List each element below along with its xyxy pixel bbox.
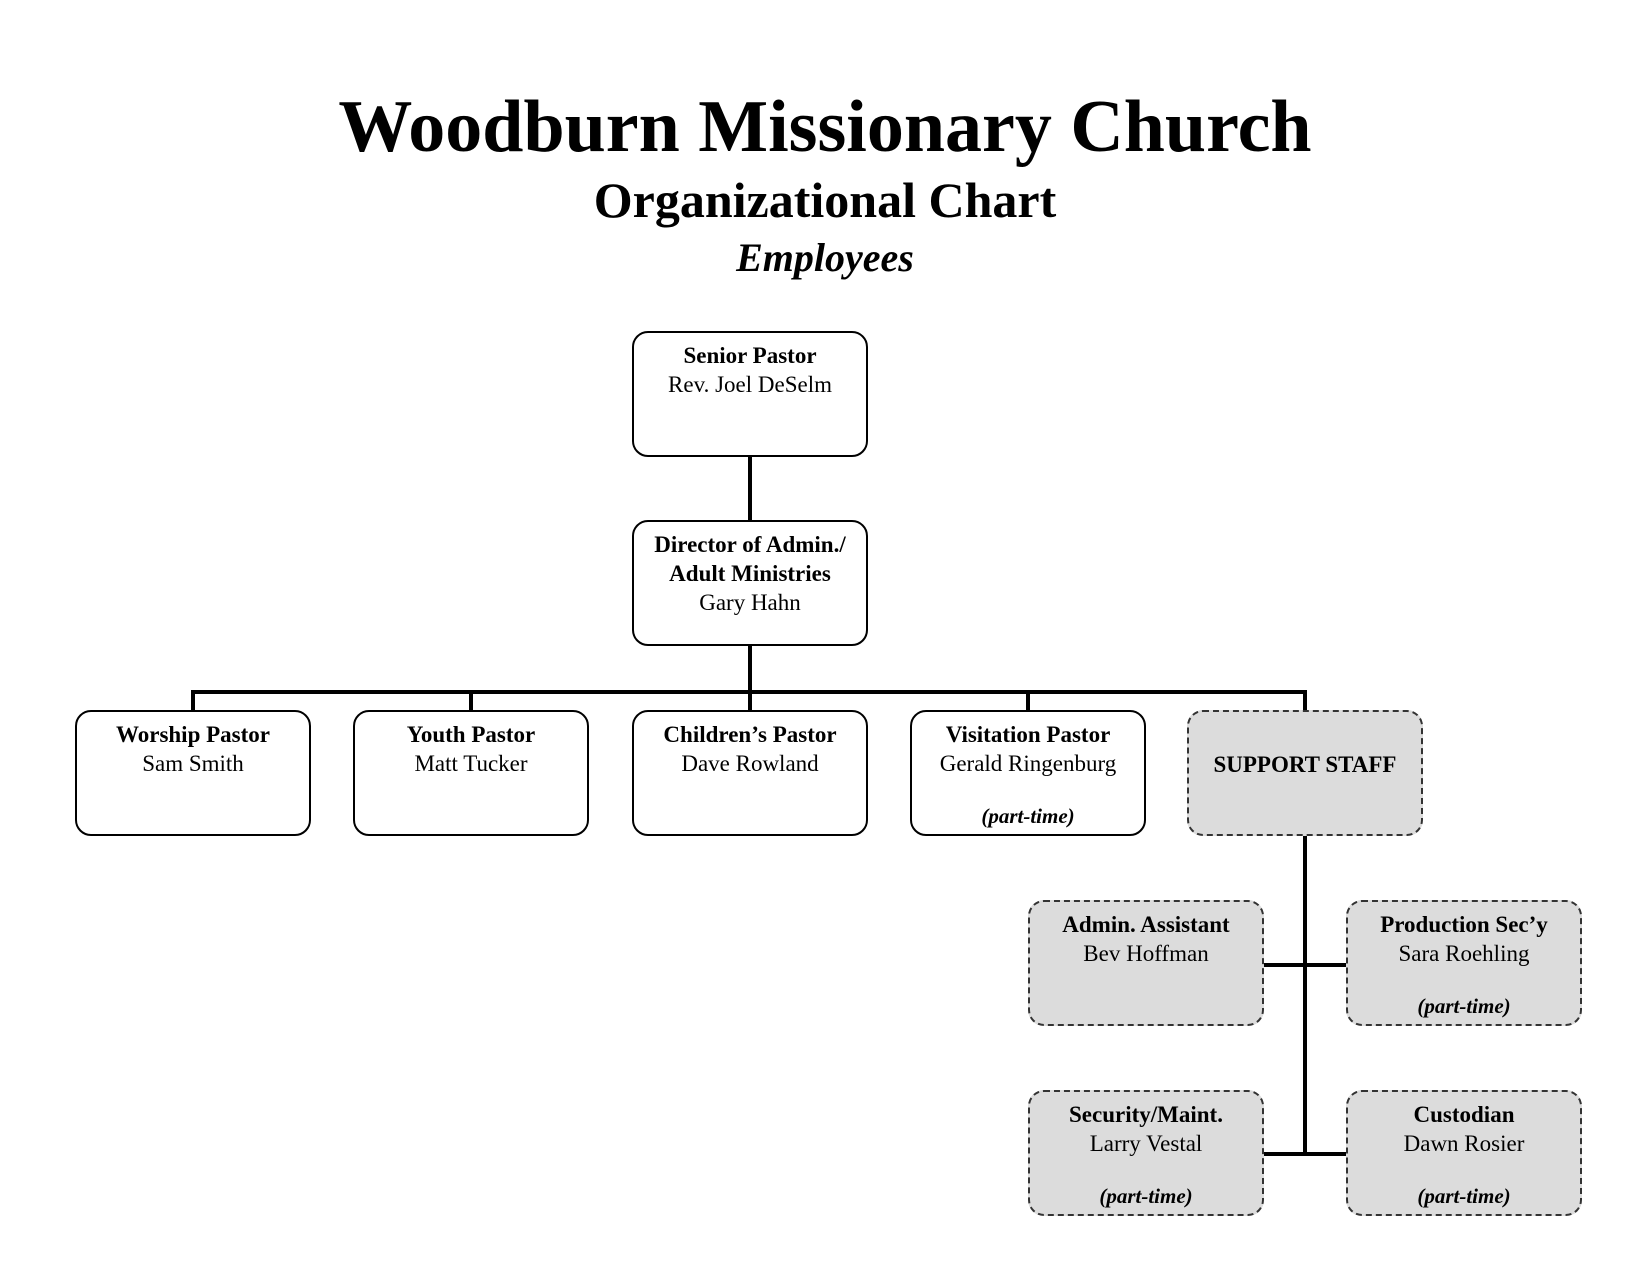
node-director: Director of Admin./ Adult Ministries Gar… (632, 520, 868, 646)
connector-visitation (1026, 690, 1030, 710)
node-childrens-pastor: Children’s Pastor Dave Rowland (632, 710, 868, 836)
node-role: Admin. Assistant (1062, 912, 1230, 937)
node-role: Visitation Pastor (945, 722, 1111, 747)
part-time-note: (part-time) (1099, 1184, 1193, 1208)
node-role: Children’s Pastor (663, 722, 837, 747)
part-time-note: (part-time) (1417, 994, 1511, 1018)
section-label: Employees (736, 235, 914, 280)
connector-support-trunk (1303, 836, 1307, 1155)
part-time-note: (part-time) (981, 804, 1075, 828)
node-name: Gerald Ringenburg (939, 751, 1117, 776)
node-name: Dawn Rosier (1403, 1131, 1525, 1156)
connector-staff-row1 (1264, 963, 1346, 967)
node-role: Director of Admin./ (654, 532, 846, 557)
node-role: Worship Pastor (116, 722, 270, 747)
connector-worship (191, 690, 195, 710)
node-name: Sam Smith (142, 751, 244, 776)
node-role: SUPPORT STAFF (1213, 752, 1397, 777)
node-support-staff: SUPPORT STAFF (1187, 710, 1423, 836)
connector-senior-director (748, 457, 752, 520)
page-subtitle: Organizational Chart (593, 172, 1057, 228)
connector-childrens (748, 690, 752, 710)
node-youth-pastor: Youth Pastor Matt Tucker (353, 710, 589, 836)
node-name: Dave Rowland (681, 751, 819, 776)
node-custodian: Custodian Dawn Rosier (part-time) (1346, 1090, 1582, 1216)
node-name: Bev Hoffman (1083, 941, 1209, 966)
node-role: Youth Pastor (406, 722, 536, 747)
node-worship-pastor: Worship Pastor Sam Smith (75, 710, 311, 836)
connector-youth (469, 690, 473, 710)
node-admin-assistant: Admin. Assistant Bev Hoffman (1028, 900, 1264, 1026)
connector-support (1303, 690, 1307, 710)
node-name: Larry Vestal (1089, 1131, 1203, 1156)
connector-staff-row2 (1264, 1152, 1346, 1156)
node-role: Production Sec’y (1380, 912, 1548, 937)
node-role: Senior Pastor (683, 343, 817, 368)
node-name: Sara Roehling (1398, 941, 1530, 966)
node-role: Custodian (1413, 1102, 1515, 1127)
node-name: Rev. Joel DeSelm (668, 372, 832, 397)
node-production-secy: Production Sec’y Sara Roehling (part-tim… (1346, 900, 1582, 1026)
part-time-note: (part-time) (1417, 1184, 1511, 1208)
connector-director-bus (748, 646, 752, 694)
node-role-line2: Adult Ministries (669, 561, 831, 586)
node-name: Matt Tucker (414, 751, 528, 776)
node-senior-pastor: Senior Pastor Rev. Joel DeSelm (632, 331, 868, 457)
node-role: Security/Maint. (1069, 1102, 1223, 1127)
node-security-maint: Security/Maint. Larry Vestal (part-time) (1028, 1090, 1264, 1216)
node-visitation-pastor: Visitation Pastor Gerald Ringenburg (par… (910, 710, 1146, 836)
page-title: Woodburn Missionary Church (338, 86, 1312, 168)
node-name: Gary Hahn (699, 590, 801, 615)
